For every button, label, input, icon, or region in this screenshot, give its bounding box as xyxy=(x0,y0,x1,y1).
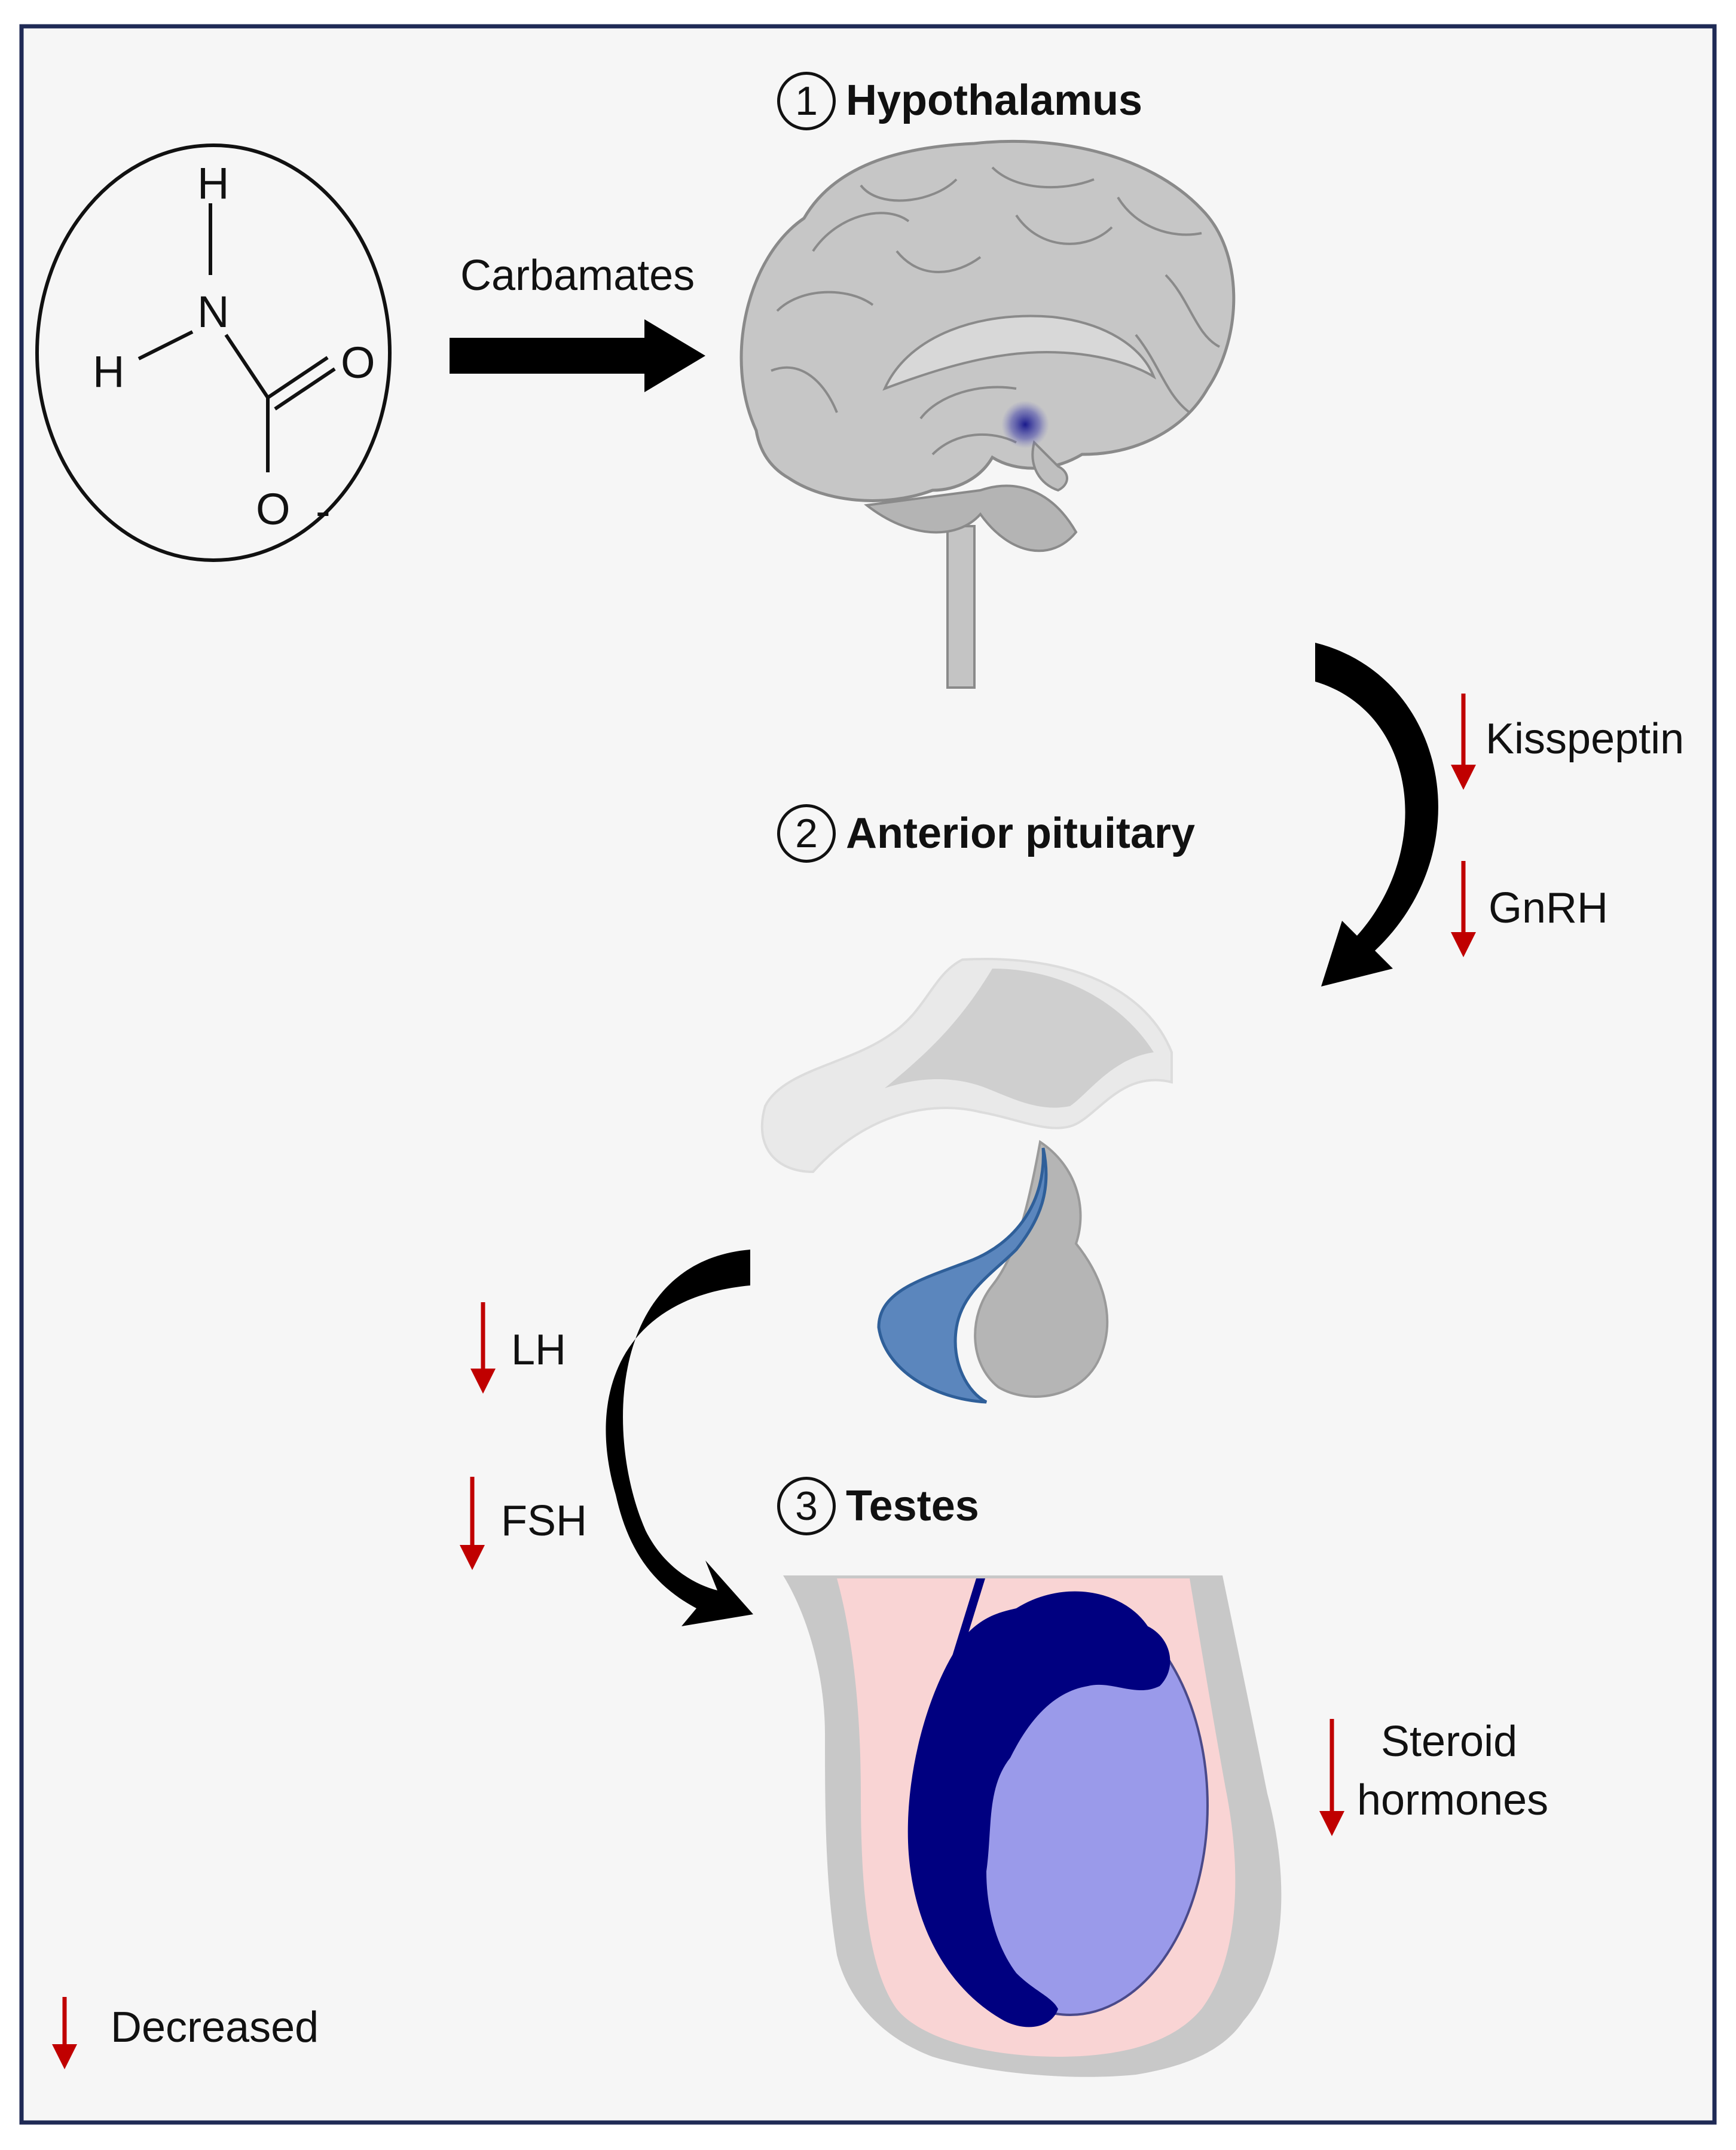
step-1-number: 1 xyxy=(777,72,836,130)
arrow-hypothalamus-to-pituitary xyxy=(1315,643,1438,987)
arrow-pituitary-to-testes xyxy=(606,1250,753,1626)
posterior-pituitary xyxy=(974,1140,1109,1398)
atom-h-top: H xyxy=(197,158,230,208)
cerebellum xyxy=(864,484,1078,552)
atom-charge: - xyxy=(316,486,331,536)
atom-h-left: H xyxy=(93,347,125,396)
bond-n-h-left xyxy=(137,330,194,361)
step-3-title: Testes xyxy=(846,1482,979,1530)
step-2-number: 2 xyxy=(777,804,836,863)
atom-o-single: O xyxy=(256,484,291,534)
atom-o-double: O xyxy=(341,338,375,387)
brain-illustration xyxy=(739,139,1236,689)
fsh-label: FSH xyxy=(501,1497,587,1545)
pituitary-illustration xyxy=(760,958,1173,1404)
carbamates-label: Carbamates xyxy=(460,252,695,300)
lh-label: LH xyxy=(511,1326,567,1374)
bond-c-o-double-a xyxy=(267,356,329,399)
legend-decreased-label: Decreased xyxy=(111,2004,319,2051)
hypothalamus-spot xyxy=(1001,401,1049,448)
step-2-title: Anterior pituitary xyxy=(846,810,1196,857)
step-1-title: Hypothalamus xyxy=(846,77,1143,124)
testes-illustration xyxy=(783,1575,1282,2077)
carbamate-molecule xyxy=(35,143,392,562)
bond-n-c xyxy=(224,334,270,399)
molecule-circle xyxy=(35,143,392,562)
carbamates-arrow xyxy=(450,319,705,392)
pituitary-small xyxy=(1031,440,1068,492)
kisspeptin-label: Kisspeptin xyxy=(1486,715,1685,763)
epididymis xyxy=(907,1591,1170,2027)
steroid-label-line2: hormones xyxy=(1357,1776,1549,1824)
steroid-label-line1: Steroid xyxy=(1381,1718,1518,1766)
gnrh-label: GnRH xyxy=(1489,884,1609,932)
anterior-pituitary-lobe xyxy=(877,1147,1048,1404)
atom-n: N xyxy=(197,287,230,337)
bond-c-o-double-b xyxy=(274,367,336,411)
corpus-callosum xyxy=(882,314,1157,391)
step-3-number: 3 xyxy=(777,1477,836,1535)
